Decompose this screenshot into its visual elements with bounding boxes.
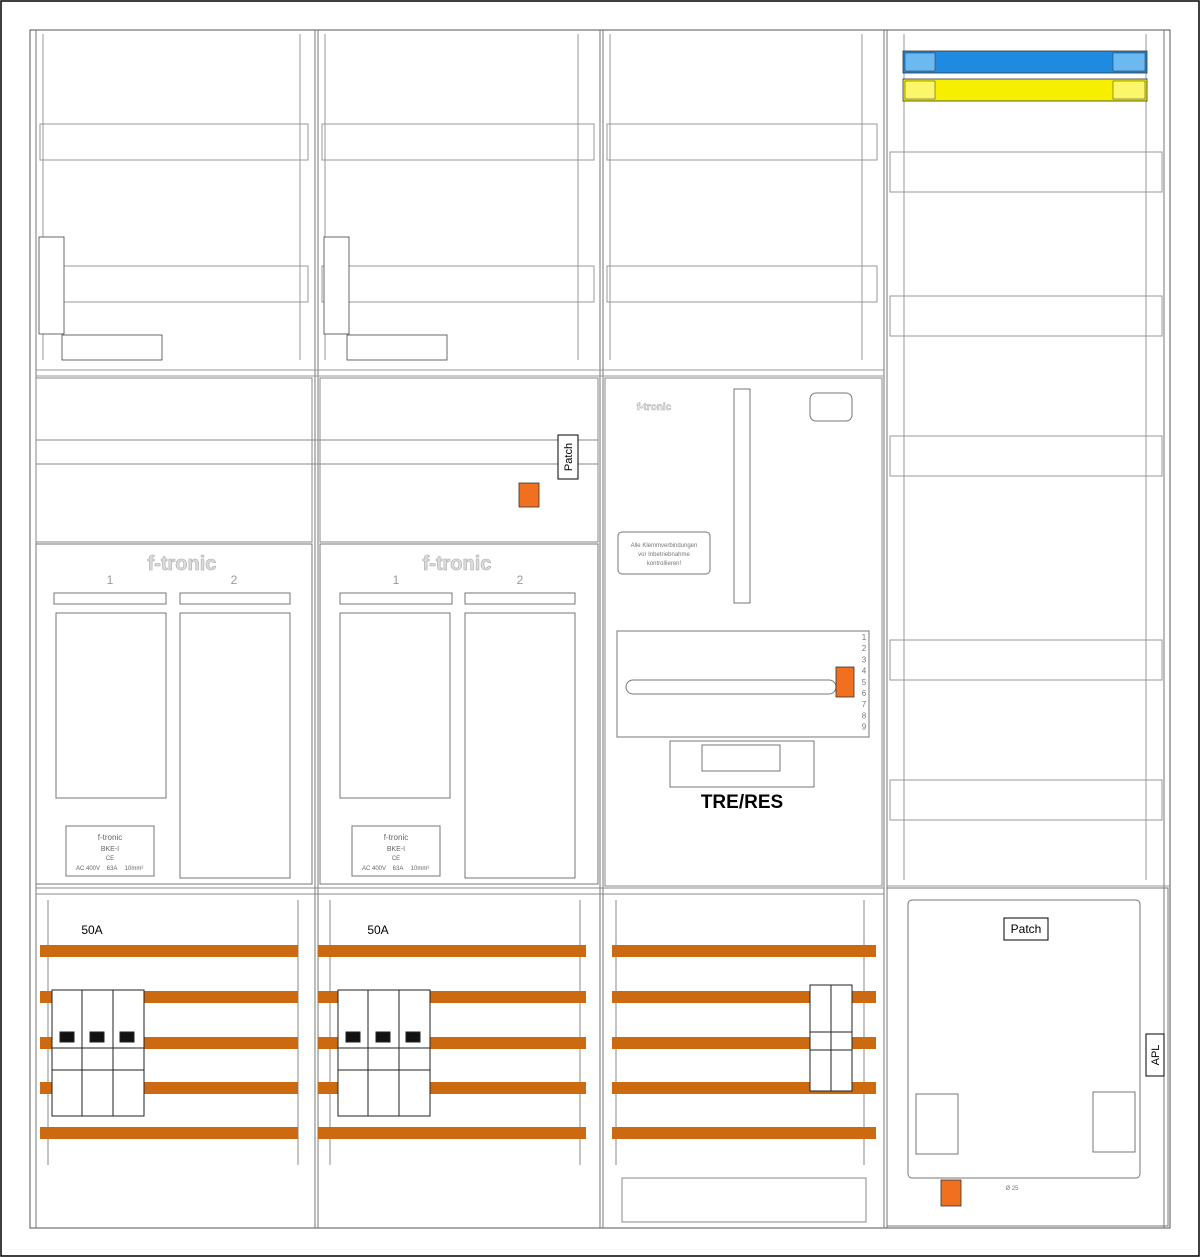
ruler-digit: 3 bbox=[862, 655, 867, 664]
plate-brand: f-tronic bbox=[98, 833, 122, 842]
slot-label-2: 2 bbox=[231, 573, 238, 587]
terminal-block-field2 bbox=[323, 236, 448, 361]
apz-panels bbox=[35, 377, 883, 887]
ruler-digit: 1 bbox=[862, 633, 867, 642]
size-label: Ø 25 bbox=[1005, 1186, 1019, 1192]
apl-label: APL bbox=[1150, 1045, 1162, 1066]
breaker-rating-field2: 50A bbox=[367, 923, 388, 937]
plate-brand: f-tronic bbox=[384, 833, 408, 842]
ruler-digit: 6 bbox=[862, 689, 867, 698]
busbar-segment bbox=[40, 1127, 298, 1139]
ruler-digit: 8 bbox=[862, 711, 867, 720]
ruler-scale: 1 2 3 4 5 6 7 8 9 bbox=[862, 633, 867, 732]
slot-label-1: 1 bbox=[393, 573, 400, 587]
plate-rating1: AC 400V bbox=[76, 866, 100, 872]
breaker-rating-field1: 50A bbox=[81, 923, 102, 937]
plate-rating3: 10mm² bbox=[125, 866, 144, 872]
busbar-segment bbox=[318, 945, 586, 957]
slso-fuse-field3 bbox=[809, 984, 853, 1092]
right-column-rails bbox=[887, 34, 1170, 887]
busbar-segment bbox=[612, 1127, 876, 1139]
plate-rating2: 63A bbox=[393, 866, 404, 872]
main-breaker-field1 bbox=[51, 989, 145, 1117]
top-rail-area bbox=[36, 34, 884, 377]
bottom-zone bbox=[36, 887, 884, 1223]
plate-rating3: 10mm² bbox=[411, 866, 430, 872]
busbar-segment bbox=[612, 945, 876, 957]
meter-zone-field2 bbox=[319, 543, 599, 885]
ruler-digit: 7 bbox=[862, 700, 867, 709]
terminal-block-field1 bbox=[38, 236, 163, 361]
patch-label-field2: Patch bbox=[563, 443, 575, 471]
terminal-tre-orange bbox=[835, 666, 855, 698]
busbar-segment bbox=[318, 1127, 586, 1139]
slot-label-1: 1 bbox=[107, 573, 114, 587]
patch-terminal-orange bbox=[518, 482, 962, 1207]
notice-line-1: Alle Klemmverbindungen bbox=[631, 543, 698, 549]
column-dividers bbox=[35, 30, 1165, 1228]
ruler-digit: 2 bbox=[862, 644, 867, 653]
plate-model: BKE-I bbox=[387, 846, 405, 853]
plate-model: BKE-I bbox=[101, 846, 119, 853]
plate-ce: CE bbox=[106, 856, 114, 862]
ruler-digit: 9 bbox=[862, 723, 867, 732]
pe-bar bbox=[902, 78, 1148, 102]
notice-line-2: vor Inbetriebnahme bbox=[638, 552, 690, 558]
busbar-segment bbox=[40, 945, 298, 957]
brand-label-field1: f-tronic bbox=[148, 553, 217, 575]
ruler-digit: 4 bbox=[862, 667, 867, 676]
notice-line-3: kontrollieren! bbox=[647, 561, 682, 567]
patch-label-field4: Patch bbox=[1011, 922, 1042, 936]
brand-label-field2: f-tronic bbox=[423, 553, 492, 575]
neutral-bar bbox=[902, 50, 1148, 74]
tre-res-label: TRE/RES bbox=[701, 792, 783, 813]
apl-box bbox=[886, 887, 1169, 1227]
apl-label-box bbox=[1145, 1033, 1165, 1077]
plate-rating2: 63A bbox=[107, 866, 118, 872]
plate-ce: CE bbox=[392, 856, 400, 862]
plate-rating1: AC 400V bbox=[362, 866, 386, 872]
ruler-digit: 5 bbox=[862, 678, 867, 687]
slot-label-2: 2 bbox=[517, 573, 524, 587]
patch-label-box-apl bbox=[1003, 917, 1049, 941]
brand-label-field3: f-tronic bbox=[637, 402, 672, 413]
patch-label-box bbox=[557, 434, 579, 480]
main-breaker-field2 bbox=[337, 989, 431, 1117]
meter-zone-field1 bbox=[35, 543, 313, 885]
